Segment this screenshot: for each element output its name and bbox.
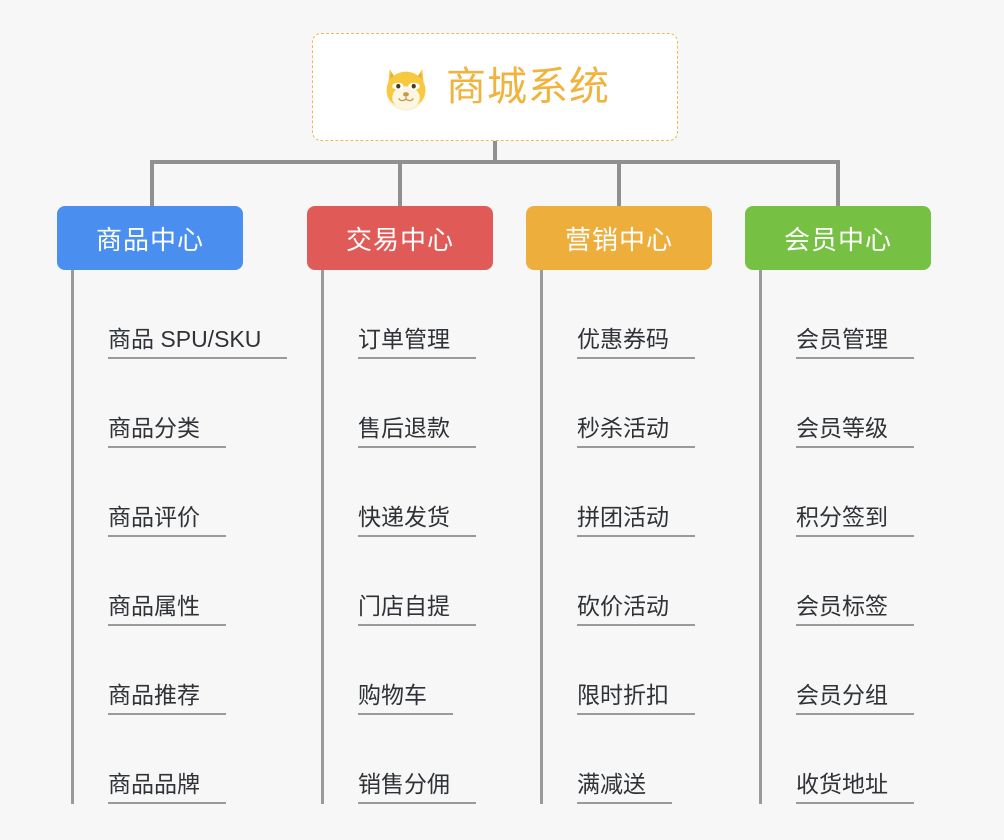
list-item[interactable]: 积分签到 <box>762 448 931 537</box>
leaf-label: 会员管理 <box>796 326 914 359</box>
leaf-label: 商品属性 <box>108 593 226 626</box>
list-item[interactable]: 商品推荐 <box>74 626 243 715</box>
category-header-product-center[interactable]: 商品中心 <box>57 206 243 270</box>
leaf-label: 积分签到 <box>796 504 914 537</box>
list-item[interactable]: 秒杀活动 <box>543 359 712 448</box>
leaf-label: 订单管理 <box>358 326 476 359</box>
list-item[interactable]: 限时折扣 <box>543 626 712 715</box>
leaf-label: 商品分类 <box>108 415 226 448</box>
category-label: 营销中心 <box>564 224 673 255</box>
list-item[interactable]: 会员等级 <box>762 359 931 448</box>
leaf-label: 商品推荐 <box>108 682 226 715</box>
leaf-label: 限时折扣 <box>577 682 695 715</box>
list-item[interactable]: 商品评价 <box>74 448 243 537</box>
leaf-label: 购物车 <box>358 682 453 715</box>
branch-product-center: 商品中心 商品 SPU/SKU 商品分类 商品评价 商品属性 商品推荐 商品品牌 <box>57 206 288 804</box>
list-item[interactable]: 商品属性 <box>74 537 243 626</box>
list-item[interactable]: 商品 SPU/SKU <box>74 270 288 359</box>
list-item[interactable]: 门店自提 <box>324 537 493 626</box>
list-item[interactable]: 商品分类 <box>74 359 243 448</box>
list-item[interactable]: 快递发货 <box>324 448 493 537</box>
leaf-label: 门店自提 <box>358 593 476 626</box>
list-item[interactable]: 销售分佣 <box>324 715 493 804</box>
list-item[interactable]: 拼团活动 <box>543 448 712 537</box>
leaf-label: 会员分组 <box>796 682 914 715</box>
connector-root-stem <box>493 141 497 163</box>
list-item[interactable]: 商品品牌 <box>74 715 243 804</box>
list-item[interactable]: 售后退款 <box>324 359 493 448</box>
root-title: 商城系统 <box>446 65 610 109</box>
category-label: 交易中心 <box>345 224 454 255</box>
connector-drop-4 <box>836 160 840 206</box>
category-label: 会员中心 <box>783 224 892 255</box>
leaf-label: 秒杀活动 <box>577 415 695 448</box>
category-header-member-center[interactable]: 会员中心 <box>745 206 931 270</box>
list-item[interactable]: 会员管理 <box>762 270 931 359</box>
category-label: 商品中心 <box>95 224 204 255</box>
branch-marketing-center: 营销中心 优惠券码 秒杀活动 拼团活动 砍价活动 限时折扣 满减送 <box>526 206 712 804</box>
list-item[interactable]: 会员标签 <box>762 537 931 626</box>
leaf-label: 售后退款 <box>358 415 476 448</box>
connector-horizontal-bus <box>150 160 840 164</box>
leaf-label: 满减送 <box>577 771 672 804</box>
leaf-label: 会员标签 <box>796 593 914 626</box>
leaf-list-trade-center: 订单管理 售后退款 快递发货 门店自提 购物车 销售分佣 <box>321 270 493 804</box>
list-item[interactable]: 订单管理 <box>324 270 493 359</box>
leaf-label: 商品品牌 <box>108 771 226 804</box>
list-item[interactable]: 会员分组 <box>762 626 931 715</box>
list-item[interactable]: 优惠券码 <box>543 270 712 359</box>
root-node[interactable]: 商城系统 <box>312 33 678 141</box>
leaf-label: 商品评价 <box>108 504 226 537</box>
leaf-list-product-center: 商品 SPU/SKU 商品分类 商品评价 商品属性 商品推荐 商品品牌 <box>71 270 288 804</box>
leaf-label: 收货地址 <box>796 771 914 804</box>
list-item[interactable]: 砍价活动 <box>543 537 712 626</box>
dog-face-icon <box>386 69 426 111</box>
leaf-label: 拼团活动 <box>577 504 695 537</box>
branch-member-center: 会员中心 会员管理 会员等级 积分签到 会员标签 会员分组 收货地址 <box>745 206 931 804</box>
leaf-list-marketing-center: 优惠券码 秒杀活动 拼团活动 砍价活动 限时折扣 满减送 <box>540 270 712 804</box>
leaf-label: 商品 SPU/SKU <box>108 326 288 359</box>
connector-drop-1 <box>150 160 154 206</box>
leaf-label: 砍价活动 <box>577 593 695 626</box>
leaf-label: 销售分佣 <box>358 771 476 804</box>
connector-drop-3 <box>617 160 621 206</box>
connector-drop-2 <box>398 160 402 206</box>
leaf-label: 快递发货 <box>358 504 476 537</box>
leaf-label: 会员等级 <box>796 415 914 448</box>
branch-trade-center: 交易中心 订单管理 售后退款 快递发货 门店自提 购物车 销售分佣 <box>307 206 493 804</box>
category-header-marketing-center[interactable]: 营销中心 <box>526 206 712 270</box>
leaf-list-member-center: 会员管理 会员等级 积分签到 会员标签 会员分组 收货地址 <box>759 270 931 804</box>
list-item[interactable]: 购物车 <box>324 626 493 715</box>
list-item[interactable]: 收货地址 <box>762 715 931 804</box>
leaf-label: 优惠券码 <box>577 326 695 359</box>
list-item[interactable]: 满减送 <box>543 715 712 804</box>
category-header-trade-center[interactable]: 交易中心 <box>307 206 493 270</box>
